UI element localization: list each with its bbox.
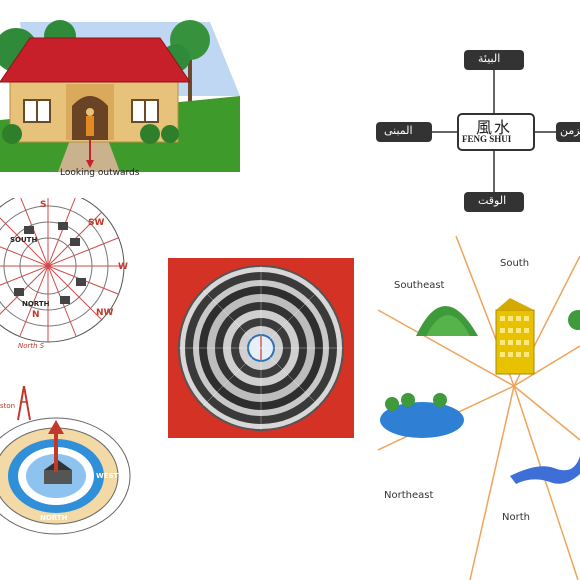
compass-w: W — [118, 262, 128, 272]
dir-northeast: Northeast — [384, 490, 434, 501]
fengshui-diagram: 風水 FENG SHUI البيئة المبنى الزمن الوقت — [370, 40, 580, 220]
house-caption: Looking outwards — [60, 168, 140, 178]
compass-caption: North S — [18, 342, 45, 350]
label-right: الزمن — [560, 124, 580, 137]
colored-compass-west: WEST — [96, 472, 119, 480]
colored-compass: NORTH WEST ston — [0, 380, 140, 550]
house-illustration: Looking outwards — [0, 0, 280, 186]
dir-southeast: Southeast — [394, 280, 445, 291]
label-bottom: الوقت — [478, 194, 507, 207]
compass-diagram: S SW W NW N NORTH SOUTH North S — [0, 198, 150, 358]
compass-nw: NW — [96, 308, 114, 318]
dir-south: South — [500, 258, 530, 269]
compass-north: NORTH — [22, 300, 50, 308]
compass-sw: SW — [88, 218, 105, 228]
label-left: المبنى — [384, 124, 413, 137]
colored-compass-north: NORTH — [40, 514, 68, 522]
compass-s: S — [40, 200, 47, 210]
fengshui-chinese: 風水 — [476, 118, 513, 137]
lake-icon — [380, 393, 464, 438]
label-top: البيئة — [478, 52, 501, 65]
building-icon — [495, 298, 535, 375]
compass-south: SOUTH — [10, 236, 38, 244]
directions-panel: Southeast South Northeast North — [378, 236, 580, 580]
fengshui-latin: FENG SHUI — [462, 134, 512, 144]
luopan-compass — [168, 258, 354, 438]
compass-n: N — [32, 310, 40, 320]
dir-north: North — [502, 512, 530, 523]
colored-compass-ston: ston — [0, 402, 16, 410]
